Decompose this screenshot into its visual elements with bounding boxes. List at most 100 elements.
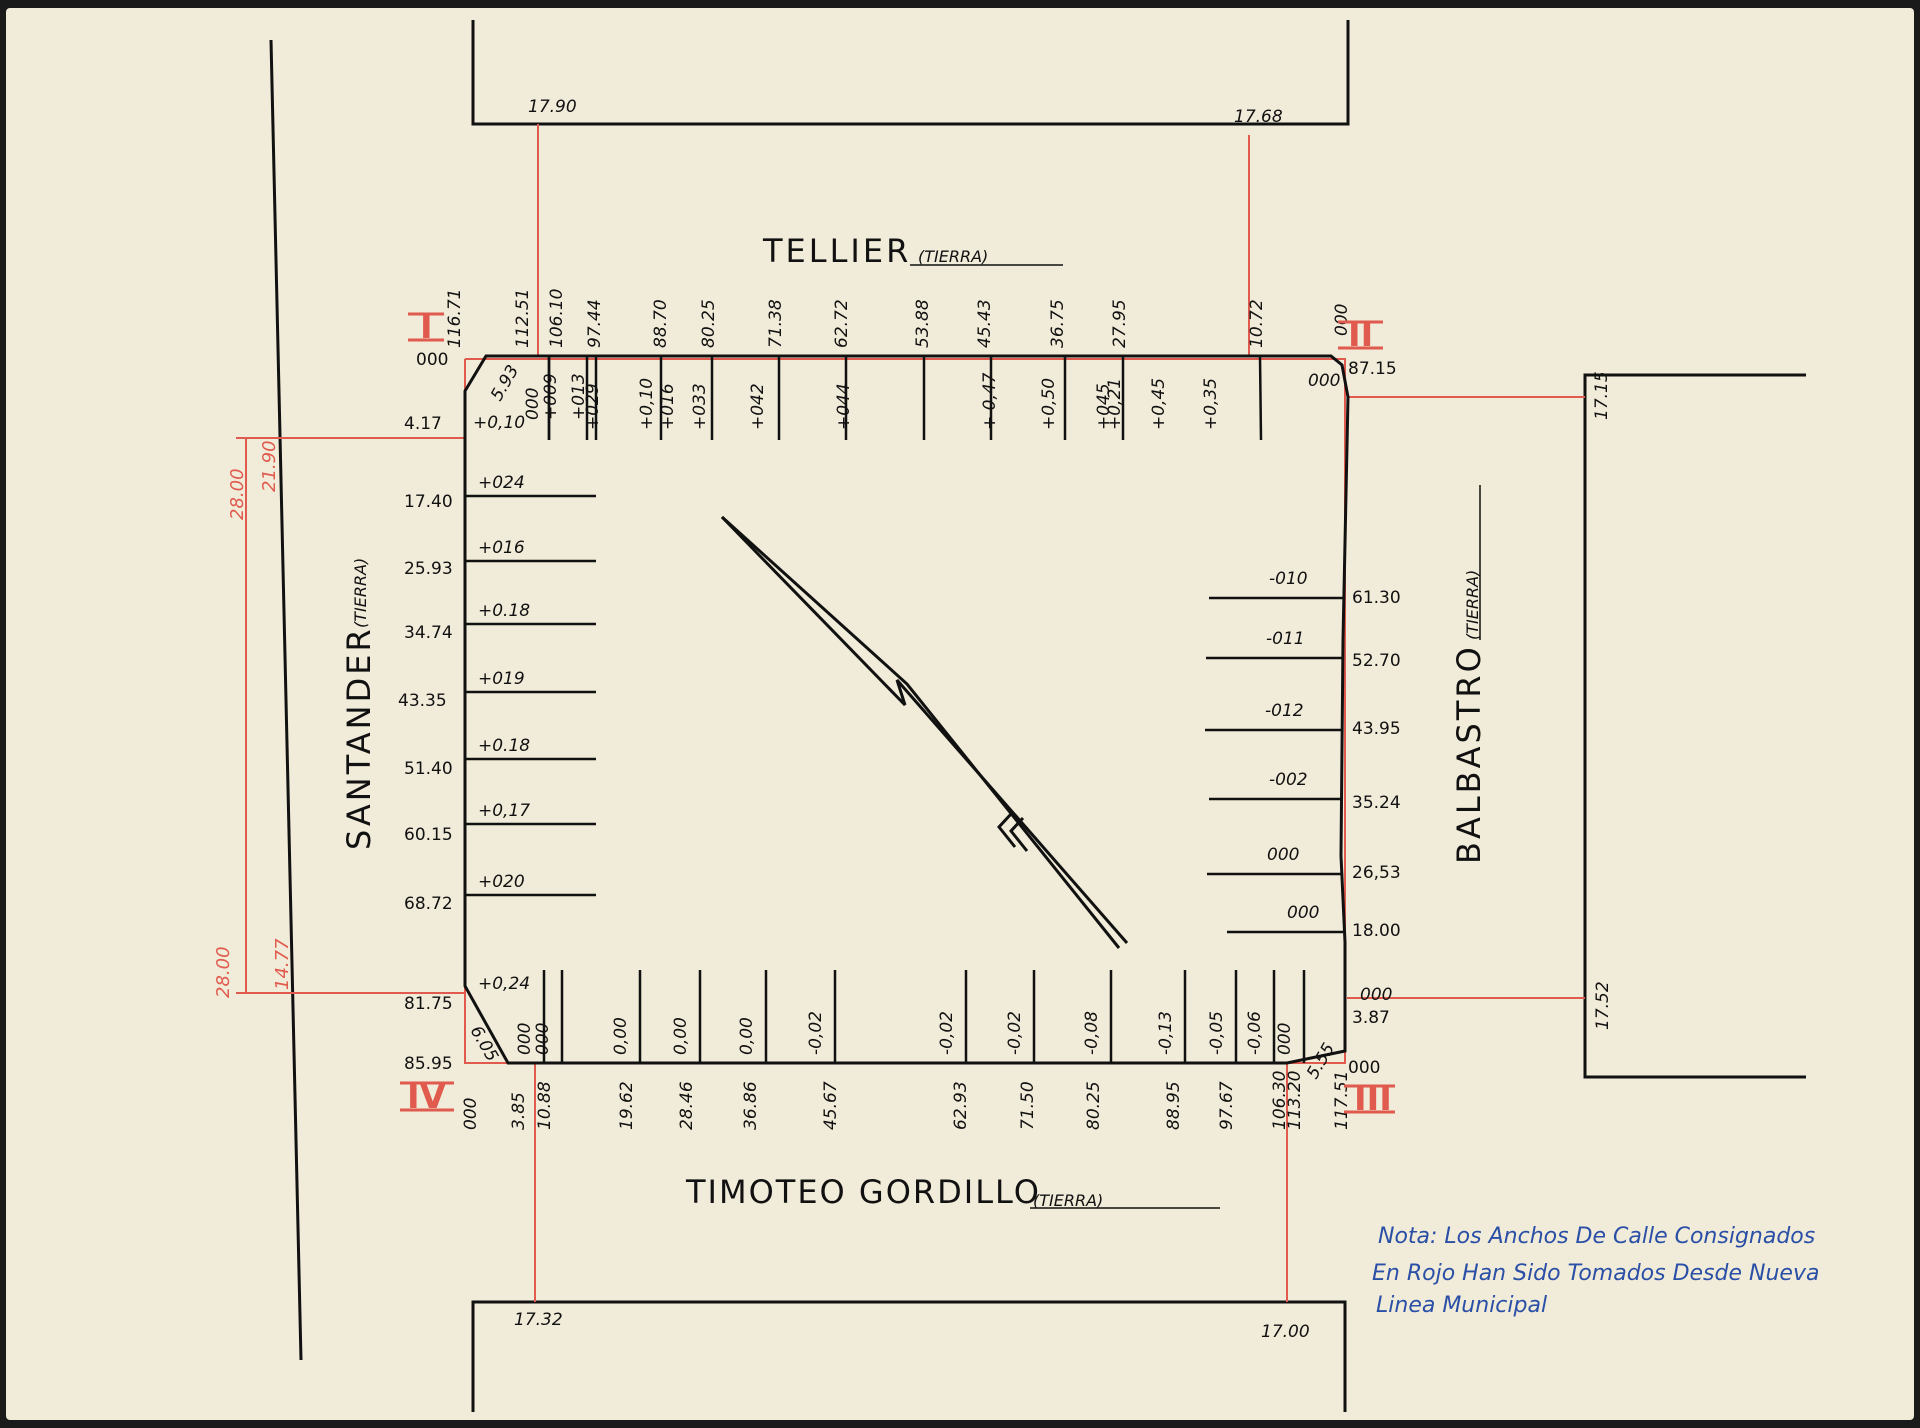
west-station: 60.15	[404, 825, 453, 845]
west-station: 4.17	[404, 414, 442, 434]
east-offset: 000	[1267, 845, 1299, 865]
north-offset: 000	[523, 388, 543, 420]
width-south-left: 17.32	[514, 1310, 563, 1330]
width-west-bottom-inner: 14.77	[272, 938, 293, 990]
south-offset: -0,02	[937, 1011, 957, 1055]
north-end-zero: 000	[1332, 304, 1352, 336]
width-west-bottom-outer: 28.00	[213, 946, 234, 998]
north-corner-value: 87.15	[1348, 359, 1397, 379]
east-station: 35.24	[1352, 793, 1401, 813]
south-station: 88.95	[1164, 1081, 1184, 1130]
north-station: 97.44	[585, 299, 605, 348]
note-line-3: Linea Municipal	[1376, 1293, 1547, 1318]
west-station: 43.35	[398, 691, 447, 711]
santander-street-line	[269, 39, 303, 1361]
north-station: 53.88	[913, 299, 933, 348]
block-outline	[463, 354, 1350, 1065]
west-offset: +016	[478, 538, 525, 558]
south-offset: -0,08	[1082, 1011, 1102, 1055]
north-station: 27.95	[1110, 299, 1130, 348]
north-offset: +044	[834, 383, 854, 430]
west-offset: +024	[478, 473, 525, 493]
street-tellier: TELLIER	[762, 232, 911, 270]
north-station: 62.72	[832, 299, 852, 348]
east-offset: -012	[1265, 701, 1304, 721]
west-station: 25.93	[404, 559, 453, 579]
west-offset: +0.18	[478, 736, 530, 756]
south-station: 80.25	[1084, 1081, 1104, 1130]
street-tellier-surface: (TIERRA)	[918, 247, 988, 266]
north-offset: +0,35	[1201, 378, 1221, 430]
south-station: 97.67	[1217, 1081, 1237, 1130]
width-north-left: 17.90	[528, 97, 577, 117]
street-santander: SANTANDER	[340, 626, 378, 850]
east-offset: -010	[1269, 569, 1308, 589]
north-station: 45.43	[975, 299, 995, 348]
north-station: 36.75	[1048, 299, 1068, 348]
street-balbastro-surface: (TIERRA)	[1463, 570, 1482, 640]
north-offset: +033	[690, 383, 710, 430]
south-station: 19.62	[617, 1081, 637, 1130]
south-offset: -0,05	[1207, 1011, 1227, 1055]
north-station: 116.71	[445, 289, 465, 348]
street-timoteo-surface: (TIERRA)	[1033, 1191, 1103, 1210]
block-north	[471, 20, 1350, 126]
north-station: 71.38	[766, 299, 786, 348]
west-ticks	[465, 494, 596, 897]
east-station: 18.00	[1352, 921, 1401, 941]
north-offset: +029	[583, 383, 603, 430]
north-ticks	[547, 355, 1263, 441]
south-station: 113.20	[1285, 1071, 1305, 1130]
note-line-1: Nota: Los Anchos De Calle Consignados	[1378, 1224, 1815, 1249]
east-station: 3.87	[1352, 1008, 1390, 1028]
width-north-right: 17.68	[1234, 107, 1283, 127]
corner-marker-bars	[400, 312, 1395, 1114]
north-offset: +009	[541, 373, 561, 420]
south-offset: -0,06	[1245, 1011, 1265, 1055]
west-station: 51.40	[404, 759, 453, 779]
south-station: 10.88	[535, 1081, 555, 1130]
south-station: 36.86	[741, 1081, 761, 1130]
note-line-2: En Rojo Han Sido Tomados Desde Nueva	[1372, 1261, 1819, 1286]
west-offset: +020	[478, 872, 525, 892]
west-offset: +0,24	[478, 974, 530, 994]
north-station: 10.72	[1247, 299, 1267, 348]
south-station: 62.93	[951, 1081, 971, 1130]
east-offset: 000	[1287, 903, 1319, 923]
block-east	[1583, 373, 1806, 1079]
north-offset: +042	[748, 383, 768, 430]
south-station: 000	[461, 1098, 481, 1130]
south-ticks	[542, 970, 1306, 1063]
width-west-top-inner: 21.90	[259, 440, 280, 492]
east-offset: -011	[1266, 629, 1305, 649]
south-offset: -0,02	[806, 1011, 826, 1055]
south-offset: 0,00	[671, 1017, 691, 1055]
south-offset: 0,00	[737, 1017, 757, 1055]
west-station: 17.40	[404, 492, 453, 512]
width-south-right: 17.00	[1261, 1322, 1310, 1342]
south-station: 45.67	[821, 1081, 841, 1130]
west-station: 85.95	[404, 1054, 453, 1074]
south-offset: 000	[533, 1023, 553, 1055]
east-station: 61.30	[1352, 588, 1401, 608]
south-offset: 0,00	[611, 1017, 631, 1055]
south-station: 28.46	[677, 1081, 697, 1130]
north-offset: +0,21	[1105, 378, 1125, 430]
south-offset: 000	[515, 1023, 535, 1055]
corner-I: I	[420, 307, 433, 347]
note-block: Nota: Los Anchos De Calle Consignados En…	[1372, 1224, 1819, 1318]
north-offset: +0,45	[1149, 378, 1169, 430]
south-offset: -0,02	[1005, 1011, 1025, 1055]
north-offset: +0,10	[637, 378, 657, 430]
north-offset: +013	[569, 373, 589, 420]
street-santander-surface: (TIERRA)	[351, 558, 370, 628]
street-balbastro: BALBASTRO	[1450, 644, 1488, 864]
south-station: 71.50	[1018, 1081, 1038, 1130]
west-offset: +019	[478, 669, 525, 689]
north-station: 106.10	[547, 289, 567, 348]
north-arrow-icon	[720, 515, 1129, 949]
east-station: 43.95	[1352, 719, 1401, 739]
width-east-top: 17.15	[1592, 371, 1612, 420]
north-offset: +016	[658, 383, 678, 430]
